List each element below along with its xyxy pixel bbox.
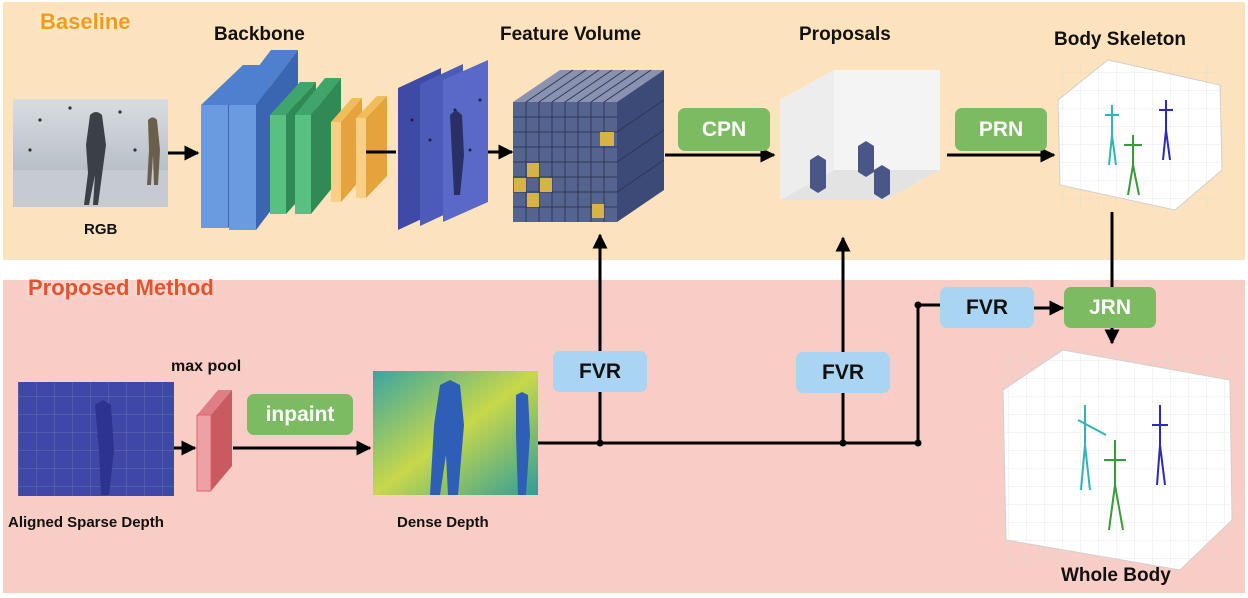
dense-depth-label: Dense Depth <box>397 514 489 531</box>
backbone-label: Backbone <box>214 24 305 45</box>
baseline-title: Baseline <box>40 9 131 34</box>
rgb-image <box>13 99 168 207</box>
max-pool-label: max pool <box>171 358 242 375</box>
junction-dot <box>596 439 604 447</box>
junction-dot <box>914 301 922 309</box>
backbone-layers <box>201 50 387 230</box>
prn-module: PRN <box>955 108 1047 151</box>
connectors <box>168 144 1120 456</box>
proposed-method-title: Proposed Method <box>28 275 214 300</box>
feature-volume-cube <box>513 69 665 222</box>
inpaint-module: inpaint <box>247 394 353 435</box>
junction-dot <box>914 439 922 447</box>
fvr-module-joint: FVR <box>940 287 1034 328</box>
feature-volume-label: Feature Volume <box>500 24 642 45</box>
body-skeleton-label: Body Skeleton <box>1054 29 1186 50</box>
fvr-module-feature-volume: FVR <box>553 351 647 392</box>
whole-body-plot <box>1002 349 1233 571</box>
proposals-label: Proposals <box>799 24 891 45</box>
jrn-module: JRN <box>1064 287 1156 328</box>
aligned-sparse-depth-image <box>18 382 174 496</box>
junction-dot <box>839 439 847 447</box>
aligned-sparse-depth-label: Aligned Sparse Depth <box>8 514 164 531</box>
proposals-3d-view <box>780 70 940 200</box>
body-skeleton-plot <box>1057 59 1223 211</box>
dense-depth-image <box>373 371 538 495</box>
feature-maps <box>398 60 488 230</box>
whole-body-label: Whole Body <box>1061 565 1171 586</box>
rgb-label: RGB <box>84 221 118 238</box>
cpn-module: CPN <box>678 108 770 151</box>
max-pool-layer <box>196 390 232 492</box>
fvr-module-proposals: FVR <box>796 352 890 393</box>
